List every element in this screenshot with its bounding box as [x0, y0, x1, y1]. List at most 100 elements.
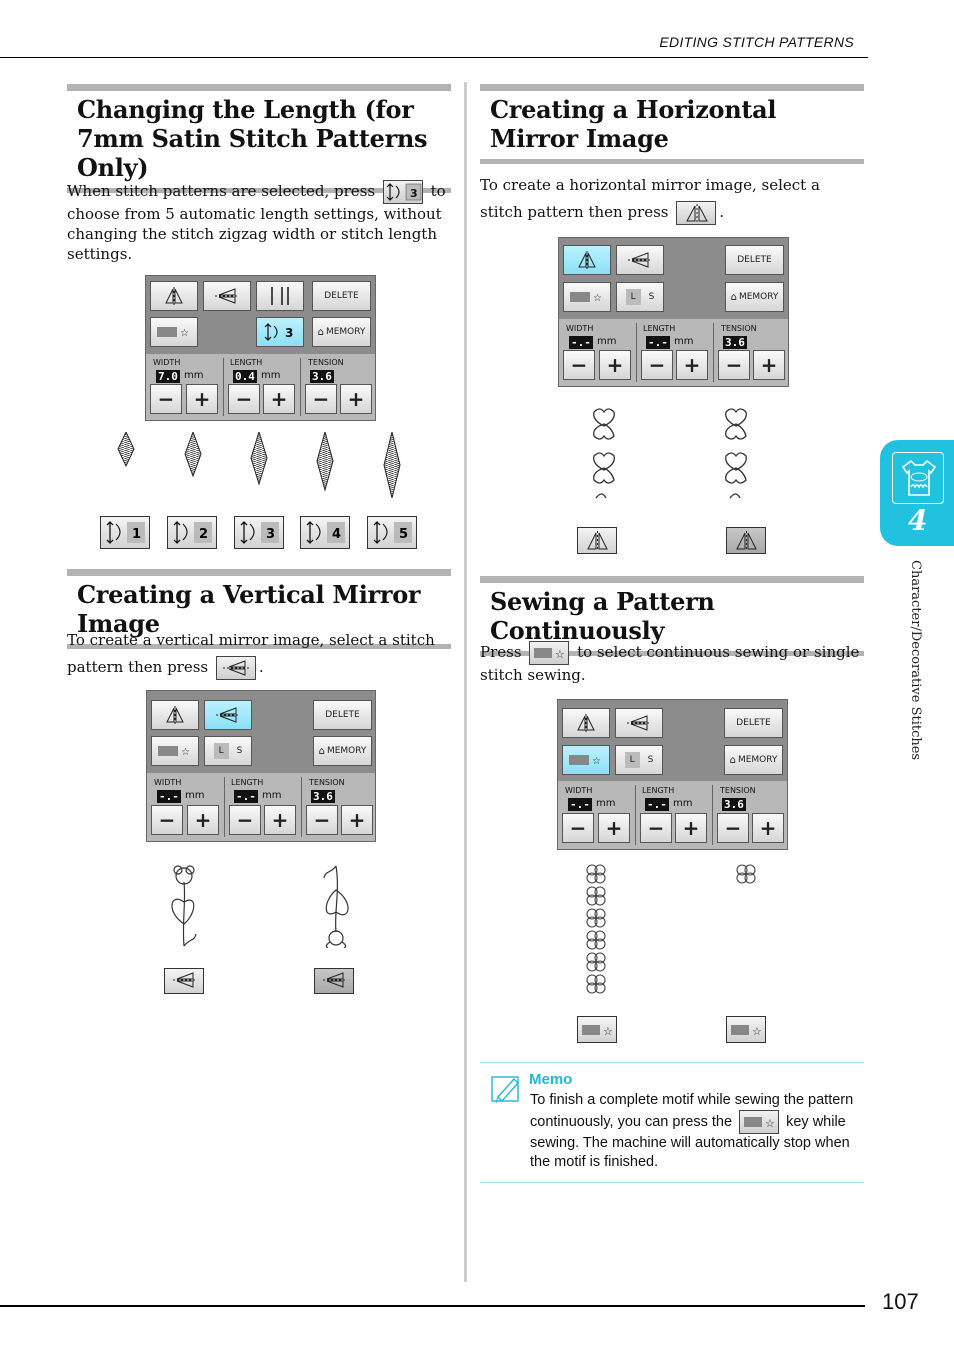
- length-value: -.-: [645, 798, 669, 811]
- vertical-mirror-button[interactable]: [150, 281, 198, 311]
- memory-button[interactable]: ⌂MEMORY: [725, 282, 784, 312]
- continuous-key-off: ☆: [726, 1016, 766, 1043]
- tension-minus-button[interactable]: −: [305, 384, 337, 414]
- length-key-1[interactable]: 1: [100, 516, 150, 549]
- svg-text:☆: ☆: [180, 328, 189, 339]
- panel-settings-area: WIDTH LENGTH TENSION -.- mm -.- mm 3.6 −…: [559, 319, 788, 386]
- memory-icon: ⌂: [730, 291, 737, 303]
- length-plus-button[interactable]: +: [263, 384, 295, 414]
- svg-text:☆: ☆: [592, 756, 601, 767]
- delete-button[interactable]: DELETE: [312, 281, 371, 311]
- length-key-4[interactable]: 4: [300, 516, 350, 549]
- length-key-5[interactable]: 5: [367, 516, 417, 549]
- length-key-2[interactable]: 2: [167, 516, 217, 549]
- horizontal-mirror-button[interactable]: [616, 245, 664, 275]
- continuous-motifs: [580, 862, 760, 998]
- svg-text:☆: ☆: [181, 747, 190, 758]
- length-minus-button[interactable]: −: [228, 384, 260, 414]
- svg-text:5: 5: [399, 527, 408, 542]
- length-minus-button[interactable]: −: [640, 813, 672, 843]
- section-heading-length: Changing the Length (for 7mm Satin Stitc…: [67, 84, 451, 193]
- continuous-key-inline: ☆: [529, 641, 570, 665]
- continuous-button[interactable]: ☆: [563, 282, 611, 312]
- width-minus-button[interactable]: −: [150, 384, 182, 414]
- svg-text:☆: ☆: [603, 1025, 613, 1038]
- width-minus-button[interactable]: −: [151, 805, 183, 835]
- tension-value: 3.6: [310, 370, 334, 383]
- svg-text:1: 1: [132, 527, 141, 542]
- memo-box: Memo To finish a complete motif while se…: [480, 1062, 864, 1183]
- length-minus-button[interactable]: −: [229, 805, 261, 835]
- memory-button[interactable]: ⌂MEMORY: [312, 317, 371, 347]
- memory-button[interactable]: ⌂MEMORY: [724, 745, 783, 775]
- section-heading-continuous: Sewing a Pattern Continuously: [480, 576, 864, 656]
- memo-title: Memo: [529, 1071, 573, 1088]
- page-number: 107: [882, 1289, 919, 1314]
- horizontal-paragraph: To create a horizontal mirror image, sel…: [480, 172, 864, 226]
- vertical-mirror-button[interactable]: [562, 708, 610, 738]
- vertical-mirror-button[interactable]: [151, 700, 199, 730]
- width-plus-button[interactable]: +: [599, 350, 631, 380]
- tension-value: 3.6: [722, 798, 746, 811]
- section-heading-horizontal: Creating a Horizontal Mirror Image: [480, 84, 864, 164]
- vertical-mirror-key-on: [726, 527, 766, 554]
- width-plus-button[interactable]: +: [598, 813, 630, 843]
- vertical-mirror-key-off: [577, 527, 617, 554]
- section-heading-vertical: Creating a Vertical Mirror Image: [67, 569, 451, 649]
- svg-text:☆: ☆: [752, 1025, 762, 1038]
- memory-button[interactable]: ⌂MEMORY: [313, 736, 372, 766]
- tension-minus-button[interactable]: −: [717, 813, 749, 843]
- vertical-mirror-key-inline: [676, 201, 717, 225]
- delete-button[interactable]: DELETE: [313, 700, 372, 730]
- horizontal-mirror-button[interactable]: [615, 708, 663, 738]
- horizontal-mirror-button[interactable]: [203, 281, 251, 311]
- length-minus-button[interactable]: −: [641, 350, 673, 380]
- delete-button[interactable]: DELETE: [724, 708, 783, 738]
- column-divider: [464, 82, 467, 1282]
- tension-plus-button[interactable]: +: [341, 805, 373, 835]
- memory-icon: ⌂: [729, 754, 736, 766]
- tension-minus-button[interactable]: −: [306, 805, 338, 835]
- length-value: 0.4: [233, 370, 257, 383]
- vertical-mirror-button[interactable]: [563, 245, 611, 275]
- delete-button[interactable]: DELETE: [725, 245, 784, 275]
- width-minus-button[interactable]: −: [563, 350, 595, 380]
- continuous-button[interactable]: ☆: [562, 745, 610, 775]
- continuous-key-memo: ☆: [739, 1110, 780, 1134]
- running-header: EDITING STITCH PATTERNS: [659, 34, 854, 50]
- horizontal-mirror-key-off: [164, 968, 204, 994]
- vertical-paragraph: To create a vertical mirror image, selec…: [67, 627, 451, 681]
- width-minus-button[interactable]: −: [562, 813, 594, 843]
- svg-text:3: 3: [285, 326, 293, 340]
- abc-shirt-icon: [892, 452, 944, 504]
- tension-plus-button[interactable]: +: [753, 350, 785, 380]
- tension-minus-button[interactable]: −: [718, 350, 750, 380]
- needle-mode-button[interactable]: [256, 281, 304, 311]
- memory-icon: ⌂: [318, 745, 325, 757]
- svg-text:3: 3: [410, 187, 418, 200]
- length-plus-button[interactable]: +: [675, 813, 707, 843]
- memo-pencil-icon: [490, 1073, 522, 1104]
- width-value: -.-: [157, 790, 181, 803]
- horizontal-mirror-key-inline: [215, 656, 256, 680]
- length-mode-button[interactable]: 3: [256, 317, 304, 347]
- tension-plus-button[interactable]: +: [752, 813, 784, 843]
- horizontal-mirror-button[interactable]: [204, 700, 252, 730]
- length-plus-button[interactable]: +: [676, 350, 708, 380]
- width-plus-button[interactable]: +: [186, 384, 218, 414]
- continuous-button[interactable]: ☆: [150, 317, 198, 347]
- svg-text:2: 2: [199, 527, 208, 542]
- tension-value: 3.6: [723, 336, 747, 349]
- width-plus-button[interactable]: +: [187, 805, 219, 835]
- tension-plus-button[interactable]: +: [340, 384, 372, 414]
- continuous-button[interactable]: ☆: [151, 736, 199, 766]
- length-key-3[interactable]: 3: [234, 516, 284, 549]
- length-plus-button[interactable]: +: [264, 805, 296, 835]
- panel-settings-area: WIDTH LENGTH TENSION 7.0 mm 0.4 mm 3.6 −…: [146, 354, 375, 420]
